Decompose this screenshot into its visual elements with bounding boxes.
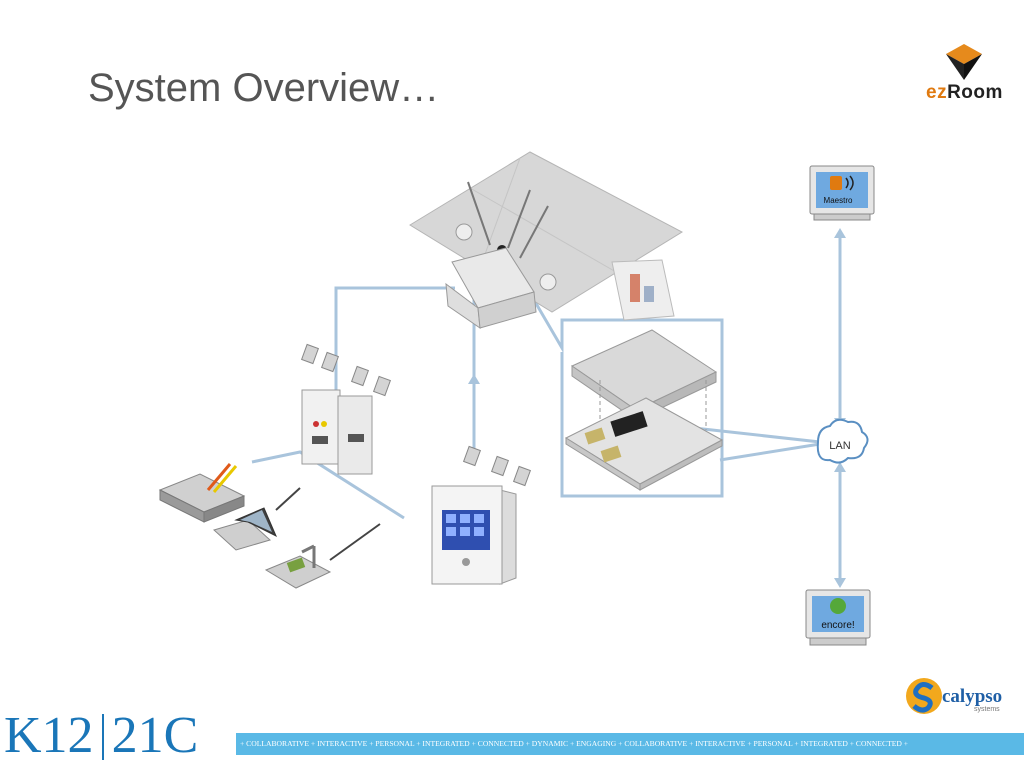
lan-label: LAN [829, 440, 850, 452]
ezroom-emblem-icon [946, 44, 982, 80]
calypso-wordmark: calypso [942, 686, 1003, 707]
arrow-up-maestro-icon [834, 228, 846, 238]
controller-to-lan-line-2 [719, 442, 821, 462]
calypso-subtitle: systems [974, 706, 1000, 713]
cable-connectors [300, 343, 532, 487]
projection-screen [611, 259, 675, 321]
ezroom-wordmark: ezRoom [926, 82, 1003, 103]
slide-title: System Overview… [88, 66, 440, 110]
maestro-app-icon [830, 176, 842, 190]
encore-label: encore! [821, 620, 854, 631]
calypso-logo: calypso systems [904, 674, 1018, 722]
arrow-up-touchpanel-icon [468, 374, 480, 384]
lan-cloud: LAN [816, 418, 869, 464]
document-camera-device [264, 523, 381, 589]
controller-unit [564, 329, 724, 491]
calypso-emblem-icon [906, 678, 942, 714]
footer-banner: + COLLABORATIVE + INTERACTIVE + PERSONAL… [236, 733, 1024, 755]
laptop-device [213, 487, 301, 551]
controller-callout-box [532, 299, 724, 498]
arrow-up-lan-icon [834, 462, 846, 472]
maestro-computer: Maestro [809, 165, 875, 221]
maestro-label: Maestro [824, 196, 853, 205]
wallplate-to-devices-line [251, 450, 405, 520]
wall-plates [301, 389, 373, 475]
media-player-device [158, 463, 246, 523]
encore-computer: encore! [805, 589, 871, 646]
arrow-down-encore-icon [834, 578, 846, 588]
system-diagram: Maestro LAN encore! [158, 151, 875, 646]
encore-app-icon [830, 598, 846, 614]
touch-panel-controller [431, 485, 517, 585]
ezroom-logo: ezRoom [926, 42, 1012, 104]
